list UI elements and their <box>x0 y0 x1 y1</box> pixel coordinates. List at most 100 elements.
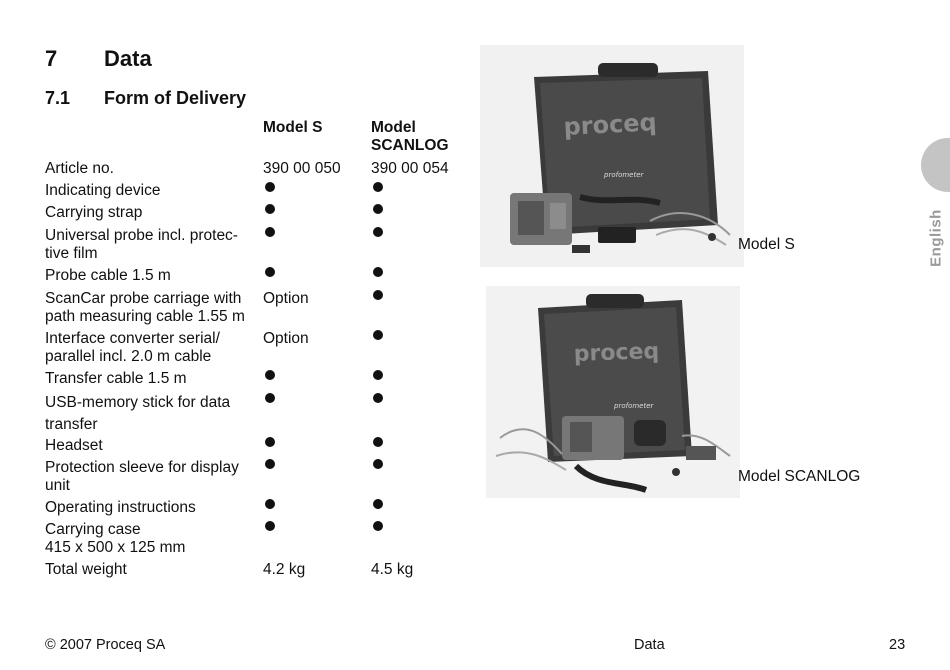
row-label-line: Protection sleeve for display <box>45 459 239 476</box>
model-scanlog-value: 4.5 kg <box>371 561 414 578</box>
model-scanlog-caption: Model SCANLOG <box>738 468 861 485</box>
row-label-line: 415 x 500 x 125 mm <box>45 538 186 556</box>
included-bullet <box>373 330 383 340</box>
model-scanlog-value: ● <box>371 290 383 310</box>
included-bullet <box>373 290 383 300</box>
column-header-model-scanlog: Model SCANLOG <box>371 119 449 155</box>
included-bullet <box>265 459 275 469</box>
row-label-line: Operating instructions <box>45 499 196 516</box>
model-s-value: 4.2 kg <box>263 561 306 578</box>
model-s-value: ● <box>263 521 275 541</box>
model-scanlog-value: ● <box>371 227 383 247</box>
model-s-value: ● <box>263 182 275 202</box>
row-label-line: Article no. <box>45 160 114 177</box>
row-label-line: ScanCar probe carriage with <box>45 290 242 307</box>
model-s-value: ● <box>263 392 275 414</box>
included-bullet <box>265 204 275 214</box>
model-scanlog-photo: proceq profometer <box>486 286 740 498</box>
row-label: Carrying strap <box>45 204 257 222</box>
row-label: USB-memory stick for data transfer <box>45 392 257 436</box>
included-bullet <box>373 204 383 214</box>
row-label: Transfer cable 1.5 m <box>45 370 257 388</box>
model-s-caption: Model S <box>738 236 795 253</box>
model-s-value: ● <box>263 499 275 519</box>
model-s-photo: proceq profometer <box>480 45 744 267</box>
row-label-line: Interface converter serial/ <box>45 330 220 347</box>
row-label-line: Carrying case <box>45 521 141 538</box>
language-label: English <box>927 209 945 267</box>
footer-page-number: 23 <box>889 637 906 653</box>
model-s-value: Option <box>263 290 309 307</box>
model-scanlog-value: ● <box>371 499 383 519</box>
row-label: Interface converter serial/parallel incl… <box>45 330 257 365</box>
row-label-line: unit <box>45 476 70 494</box>
row-label-line: Total weight <box>45 561 127 578</box>
model-s-value: ● <box>263 227 275 247</box>
row-label-line: Probe cable 1.5 m <box>45 267 171 284</box>
row-label: Headset <box>45 437 257 455</box>
row-label: Indicating device <box>45 182 257 200</box>
model-s-value: 390 00 050 <box>263 160 341 177</box>
row-label-line: USB-memory stick for data <box>45 394 231 411</box>
row-label-line: Universal probe incl. protec- <box>45 227 238 244</box>
row-label-line: path measuring cable 1.55 m <box>45 307 245 325</box>
included-bullet <box>373 393 383 403</box>
footer-section: Data <box>634 637 665 653</box>
row-label-line: tive film <box>45 244 98 262</box>
included-bullet <box>265 393 275 403</box>
row-label: Operating instructions <box>45 499 257 517</box>
model-s-value: ● <box>263 204 275 224</box>
model-s-value: Option <box>263 330 309 347</box>
case-logo-text: proceq <box>563 108 658 141</box>
row-label: Total weight <box>45 561 257 579</box>
footer-copyright: © 2007 Proceq SA <box>45 637 166 653</box>
row-label: Article no. <box>45 160 257 178</box>
model-scanlog-value: ● <box>371 437 383 457</box>
case-label-text: profometer <box>613 402 655 410</box>
included-bullet <box>373 437 383 447</box>
case-logo-text: proceq <box>573 339 659 367</box>
model-scanlog-value: ● <box>371 521 383 541</box>
chapter-title: Data <box>104 46 152 71</box>
included-bullet <box>373 370 383 380</box>
section-title: Form of Delivery <box>104 88 247 108</box>
row-label-line: transfer <box>45 416 98 433</box>
included-bullet <box>373 182 383 192</box>
included-bullet <box>373 459 383 469</box>
included-bullet <box>265 499 275 509</box>
included-bullet <box>265 437 275 447</box>
included-bullet <box>265 227 275 237</box>
model-s-value: ● <box>263 437 275 457</box>
included-bullet <box>265 370 275 380</box>
included-bullet <box>265 521 275 531</box>
chapter-number: 7 <box>45 46 58 71</box>
model-scanlog-value: ● <box>371 459 383 479</box>
row-label-line: Carrying strap <box>45 204 143 221</box>
included-bullet <box>265 267 275 277</box>
model-s-value: ● <box>263 459 275 479</box>
row-label-line: Indicating device <box>45 182 161 199</box>
column-header-line: SCANLOG <box>371 137 449 154</box>
included-bullet <box>373 227 383 237</box>
column-header-line: Model <box>371 119 416 136</box>
model-s-value: ● <box>263 370 275 390</box>
language-tab <box>921 138 950 192</box>
included-bullet <box>373 521 383 531</box>
row-label: Probe cable 1.5 m <box>45 267 257 285</box>
model-scanlog-value: ● <box>371 392 383 414</box>
included-bullet <box>373 499 383 509</box>
row-label-line: parallel incl. 2.0 m cable <box>45 347 212 365</box>
model-s-value: ● <box>263 267 275 287</box>
model-scanlog-value: 390 00 054 <box>371 160 449 177</box>
included-bullet <box>265 182 275 192</box>
column-header-model-s: Model S <box>263 119 323 136</box>
model-scanlog-value: ● <box>371 267 383 287</box>
case-label-text: profometer <box>603 171 645 179</box>
model-scanlog-value: ● <box>371 204 383 224</box>
model-scanlog-value: ● <box>371 330 383 350</box>
row-label-line: Headset <box>45 437 103 454</box>
row-label-line: Transfer cable 1.5 m <box>45 370 187 387</box>
